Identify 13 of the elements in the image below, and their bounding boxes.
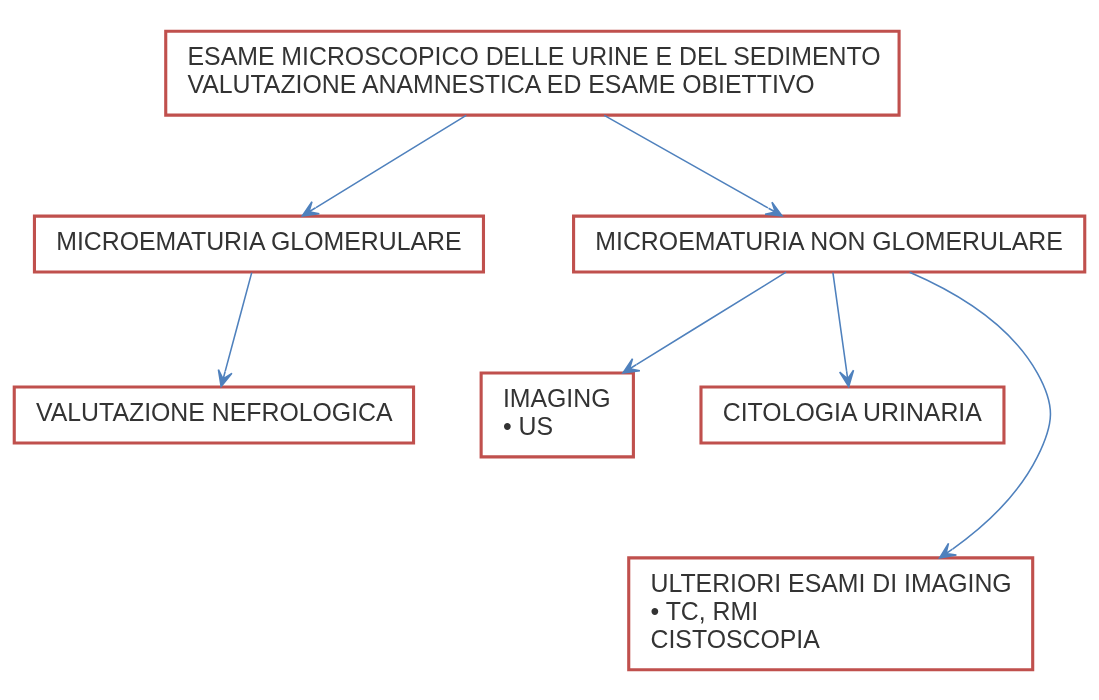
node-box: MICROEMATURIA NON GLOMERULARE [572, 214, 1087, 274]
node-box: IMAGING • US [479, 370, 635, 458]
arrow [622, 270, 787, 374]
arrow [908, 270, 1052, 559]
node-box: VALUTAZIONE NEFROLOGICA [12, 384, 416, 444]
node-box: ESAME MICROSCOPICO DELLE URINE E DEL SEDIMENTO VALUTAZIONE ANAMNESTICA ED ESAME OBIETTIVO [164, 29, 901, 117]
node-box: CITOLOGIA URINARIA [699, 384, 1006, 444]
arrow [217, 271, 253, 387]
node-box: ULTERIORI ESAMI DI IMAGING • TC, RMI CISTOSCOPIA [627, 555, 1035, 671]
arrow [832, 271, 855, 387]
arrow [301, 114, 467, 217]
node-box: MICROEMATURIA GLOMERULARE [32, 214, 486, 274]
arrow [603, 114, 783, 217]
